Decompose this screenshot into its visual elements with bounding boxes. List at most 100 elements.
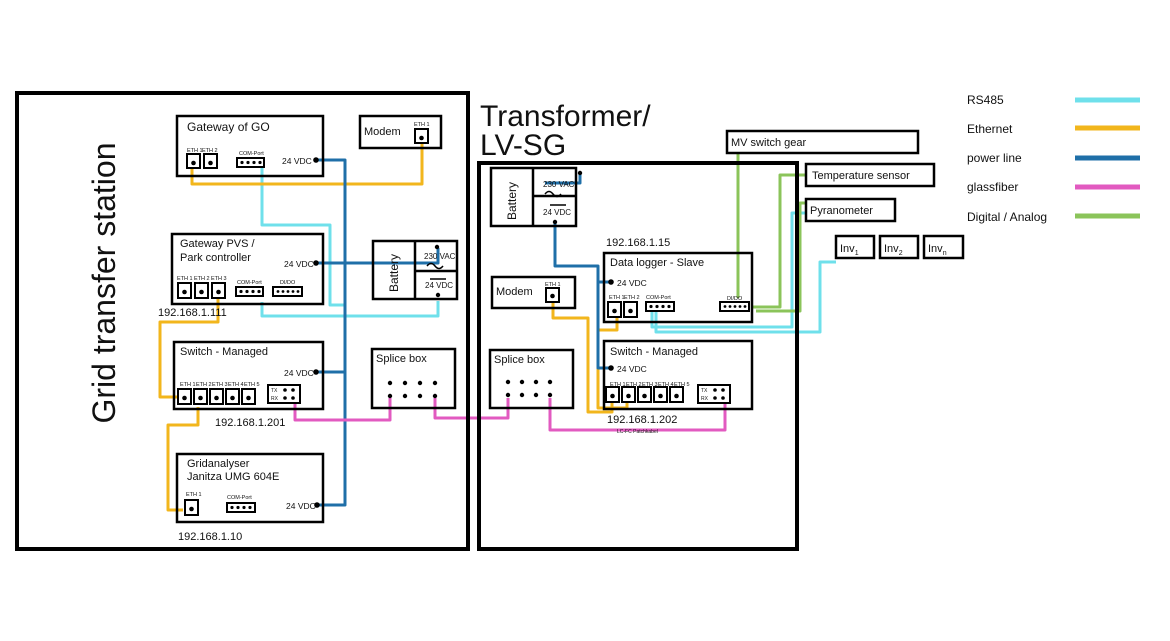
dc-terminal-icon	[435, 292, 441, 298]
splice-box-transformer: Splice box	[488, 348, 575, 410]
glassfiber-line	[548, 398, 727, 432]
rj45-port-icon	[414, 128, 429, 144]
rj45-port-icon	[225, 388, 240, 405]
fiber-rx-label: RX	[271, 396, 279, 402]
power-terminal-icon	[608, 279, 614, 285]
transformer-frame	[477, 161, 799, 551]
transformer-title-line1: Transformer/	[480, 100, 651, 133]
rj45-port-icon	[203, 153, 218, 169]
com-port-icon	[235, 286, 264, 297]
splice-box-grid: Splice box	[370, 347, 457, 410]
port-label: ETH 4	[658, 382, 674, 388]
battery-title: Battery	[387, 254, 401, 292]
dido-port-icon	[272, 286, 303, 297]
mv-switch-gear: MV switch gear	[725, 129, 920, 155]
power-line	[345, 248, 440, 265]
power-terminal-icon	[313, 260, 319, 266]
temperature-sensor-label: Temperature sensor	[812, 170, 910, 182]
inverter-label: Invn	[928, 243, 947, 257]
rj45-port-icon	[623, 301, 638, 318]
port-label: ETH 1	[414, 122, 430, 128]
rj45-port-icon	[194, 282, 209, 299]
gateway-go-title: Gateway of GO	[187, 120, 270, 134]
com-port-label: COM-Port	[646, 295, 671, 301]
rj45-port-icon	[653, 386, 668, 403]
fiber-tx-label: TX	[701, 388, 708, 394]
fiber-tx-label: TX	[271, 388, 278, 394]
port-label: ETH 1	[609, 295, 625, 301]
grid-station-title: Grid transfer station	[86, 143, 122, 424]
legend-digital-label: Digital / Analog	[967, 210, 1047, 224]
rj45-port-icon	[193, 388, 208, 405]
port-label: ETH 1	[610, 382, 626, 388]
rj45-port-icon	[241, 388, 256, 405]
ac-symbol-icon	[544, 190, 562, 198]
rj45-port-icon	[605, 386, 620, 403]
inverter-chain: Inv1 Inv2 Invn	[834, 234, 965, 260]
datalogger-title: Data logger - Slave	[610, 257, 704, 269]
legend-ethernet-label: Ethernet	[967, 122, 1013, 136]
ip-address: 192.168.1.15	[606, 237, 670, 249]
port-label: ETH 2	[202, 148, 218, 154]
gridanalyser-janitza: Gridanalyser Janitza UMG 604E ETH 1 COM-…	[175, 452, 325, 543]
gateway-pvs-title: Gateway PVS /	[180, 238, 256, 250]
rs485-line	[260, 163, 440, 318]
power-label: 24 VDC	[617, 278, 647, 288]
switch-managed-grid: Switch - Managed 24 VDC ETH 1 ETH 2 ETH …	[172, 340, 325, 429]
ip-address: 192.168.1.111	[158, 307, 227, 319]
power-label: 24 VDC	[282, 156, 312, 166]
inverter-label: Inv1	[840, 243, 859, 257]
transformer-title-line2: LV-SG	[480, 129, 566, 162]
data-logger-slave: 192.168.1.15 Data logger - Slave 24 VDC …	[602, 237, 754, 324]
ac-terminal-icon	[434, 244, 440, 250]
battery-grid: Battery 230 VAC 24 VDC	[371, 239, 459, 301]
ac-label: 230 VAC	[424, 252, 456, 261]
rs485-line	[654, 260, 836, 334]
power-line	[553, 223, 611, 370]
rj45-port-icon	[209, 388, 224, 405]
pyranometer: Pyranometer	[804, 197, 897, 223]
power-terminal-icon	[313, 369, 319, 375]
ip-address: 192.168.1.202	[607, 414, 677, 426]
gridanalyser-title: Gridanalyser	[187, 458, 250, 470]
ethernet-line	[166, 407, 200, 512]
grid-station-frame	[15, 91, 470, 551]
legend: RS485 Ethernet power line glassfiber Dig…	[967, 93, 1140, 224]
com-port-icon	[236, 157, 265, 168]
power-terminal-icon	[608, 365, 614, 371]
dc-terminal-icon	[552, 219, 558, 225]
dc-label: 24 VDC	[543, 208, 571, 217]
rj45-port-icon	[621, 386, 636, 403]
power-label: 24 VDC	[284, 368, 314, 378]
rj45-port-icon	[177, 388, 192, 405]
port-label: ETH 2	[626, 382, 642, 388]
digital-analog-line	[756, 201, 806, 313]
inverter-box	[878, 234, 920, 260]
splice-box-title: Splice box	[376, 353, 427, 365]
port-label: ETH 5	[244, 382, 260, 388]
switch-title: Switch - Managed	[180, 346, 268, 358]
power-terminal-icon	[314, 502, 320, 508]
ac-symbol-icon	[426, 262, 444, 270]
rj45-port-icon	[184, 499, 199, 516]
inverter-label: Inv2	[884, 243, 903, 257]
port-label: ETH 4	[228, 382, 244, 388]
port-label: ETH 1	[180, 382, 196, 388]
rj45-port-icon	[177, 282, 192, 299]
wires	[158, 143, 836, 512]
port-label: ETH 3	[211, 276, 227, 282]
com-port-label: COM-Port	[227, 495, 252, 501]
modem-grid: Modem ETH 1	[358, 114, 443, 150]
ip-address: 192.168.1.10	[178, 531, 242, 543]
modem-transformer: Modem ETH 1	[490, 275, 577, 310]
power-line	[316, 158, 347, 507]
gateway-pvs-subtitle: Park controller	[180, 252, 251, 264]
rj45-port-icon	[545, 287, 560, 303]
port-label: ETH 3	[212, 382, 228, 388]
ethernet-line	[158, 298, 220, 399]
com-port-icon	[226, 502, 256, 513]
legend-glassfiber-label: glassfiber	[967, 180, 1018, 194]
rj45-port-icon	[669, 386, 684, 403]
